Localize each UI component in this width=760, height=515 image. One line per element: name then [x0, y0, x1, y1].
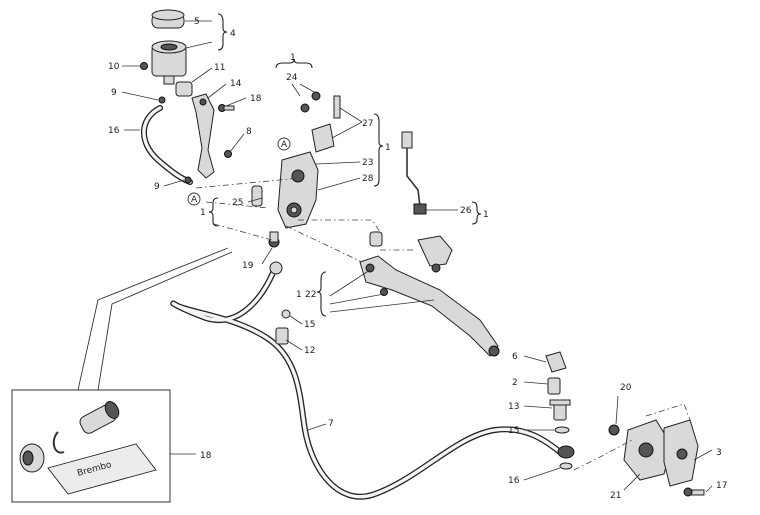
reservoir-clamp-11 — [175, 81, 193, 97]
callout-1-switch: 1 — [483, 210, 489, 220]
washer-15-lower — [554, 426, 570, 434]
lever-pivot-assembly — [417, 235, 453, 273]
clutch-switch-26 — [401, 131, 427, 215]
callout-15-lower: 15 — [508, 426, 519, 436]
callout-1-right: 1 — [385, 143, 391, 153]
svg-text:A: A — [281, 140, 288, 150]
callout-23: 23 — [362, 158, 373, 168]
brace-1-lever — [316, 271, 327, 317]
callout-16-lower: 16 — [508, 476, 520, 486]
kit-seal — [19, 443, 45, 473]
brace-1-switch — [471, 201, 482, 225]
cap-parts-27 — [311, 95, 341, 153]
hose-clamp-9-top — [158, 96, 166, 104]
repair-kit-18: Brembo — [11, 389, 196, 503]
callout-26: 26 — [460, 206, 472, 216]
kit-instruction-sheet: Brembo — [47, 443, 157, 495]
bleed-nipple-20 — [608, 424, 620, 436]
slave-cover-3 — [663, 419, 699, 487]
banjo-bolt-13 — [549, 399, 571, 421]
callout-16-top: 16 — [108, 126, 120, 136]
callout-7: 7 — [328, 419, 334, 429]
callout-1-lever: 1 — [296, 290, 302, 300]
reservoir-hose-16 — [141, 105, 193, 185]
kit-circlip — [52, 431, 65, 454]
callout-20: 20 — [620, 383, 632, 393]
callout-5: 5 — [194, 17, 200, 27]
hose-fitting-top — [269, 261, 283, 275]
callout-1-left: 1 — [200, 208, 206, 218]
kit-piston — [79, 401, 120, 434]
hose-end-6 — [545, 351, 567, 373]
dust-boot-25 — [251, 185, 263, 207]
callout-9-top: 9 — [111, 88, 117, 98]
callout-21: 21 — [610, 491, 621, 501]
callout-8: 8 — [246, 127, 252, 137]
callout-14: 14 — [230, 79, 242, 89]
brace-1-top — [275, 58, 313, 69]
callout-18: 18 — [250, 94, 262, 104]
hose-end-lower — [557, 445, 575, 470]
lever-pin — [380, 288, 388, 296]
kit-inset-lines — [77, 247, 233, 391]
brace-1-right — [373, 113, 384, 187]
clutch-lever-22 — [359, 255, 500, 357]
callout-4: 4 — [230, 29, 236, 39]
callout-19: 19 — [242, 261, 254, 271]
callout-11: 11 — [214, 63, 225, 73]
callout-15-hose: 15 — [304, 320, 315, 330]
callout-27: 27 — [362, 119, 373, 129]
callout-2: 2 — [512, 378, 518, 388]
callout-9-bottom: 9 — [154, 182, 160, 192]
bracket-screw-8 — [224, 150, 232, 158]
screw-17 — [683, 487, 705, 497]
fluid-reservoir — [151, 40, 187, 85]
washer-15 — [281, 309, 291, 319]
clutch-hose-7 — [170, 265, 563, 500]
banjo-bolt-12 — [275, 327, 289, 345]
assembly-lines — [195, 177, 691, 471]
marker-a-right: A — [277, 137, 291, 151]
brace-1-left — [208, 197, 219, 227]
master-cylinder-body — [277, 151, 319, 229]
callout-24: 24 — [286, 73, 298, 83]
bleed-valve-2 — [547, 377, 561, 395]
callout-25: 25 — [232, 198, 243, 208]
brace-4 — [217, 13, 228, 51]
callout-1-top: 1 — [290, 53, 296, 63]
bracket-bolt-18 — [218, 104, 235, 112]
marker-a-left: A — [187, 192, 201, 206]
callout-17: 17 — [716, 481, 727, 491]
slave-cylinder-21 — [623, 419, 673, 481]
reservoir-bracket-14 — [191, 93, 215, 179]
callout-12: 12 — [304, 346, 315, 356]
callout-18-kit: 18 — [200, 451, 212, 461]
reservoir-cap — [151, 9, 185, 29]
callout-3: 3 — [716, 448, 722, 458]
callout-13: 13 — [508, 402, 519, 412]
callout-6: 6 — [512, 352, 518, 362]
switch-parts-24 — [300, 91, 321, 113]
callout-28: 28 — [362, 174, 374, 184]
reservoir-screw-10 — [140, 62, 148, 70]
leader-lines — [121, 20, 713, 493]
callout-10: 10 — [108, 62, 120, 72]
lever-bushing — [369, 231, 383, 247]
callout-22: 22 — [305, 290, 316, 300]
hose-clamp-9-bottom — [184, 176, 192, 184]
svg-text:A: A — [191, 195, 198, 205]
callout-labels: 5 4 10 11 9 14 18 16 8 9 25 1 19 15 12 1… — [108, 17, 727, 501]
